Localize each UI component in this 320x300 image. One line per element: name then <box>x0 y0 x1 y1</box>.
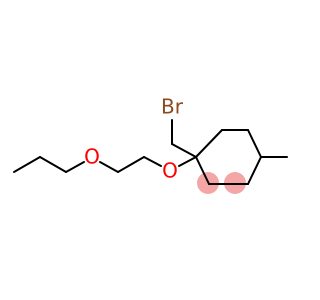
bond-oxygen-ring <box>178 156 197 167</box>
ring-bond-1 <box>195 129 223 158</box>
oxygen-atom-label-left: O <box>84 145 100 169</box>
bond-ring-ch2 <box>171 143 197 158</box>
ring-bond-6 <box>195 156 210 185</box>
bromine-atom-label: Br <box>161 95 184 119</box>
oxygen-atom-label-right: O <box>162 159 178 183</box>
bond-propyl-1 <box>13 156 41 173</box>
ring-bond-4 <box>247 156 262 185</box>
bond-to-oxygen-left <box>65 161 85 173</box>
bond-propyl-2 <box>39 156 67 173</box>
bond-to-oxygen-right <box>143 156 162 167</box>
ring-bond-3 <box>247 129 262 158</box>
skeletal-structure: Br O O <box>13 95 288 194</box>
molecule-diagram: Br O O <box>13 94 288 194</box>
bond-ethylene <box>117 156 145 173</box>
bond-from-oxygen-left <box>99 161 119 173</box>
